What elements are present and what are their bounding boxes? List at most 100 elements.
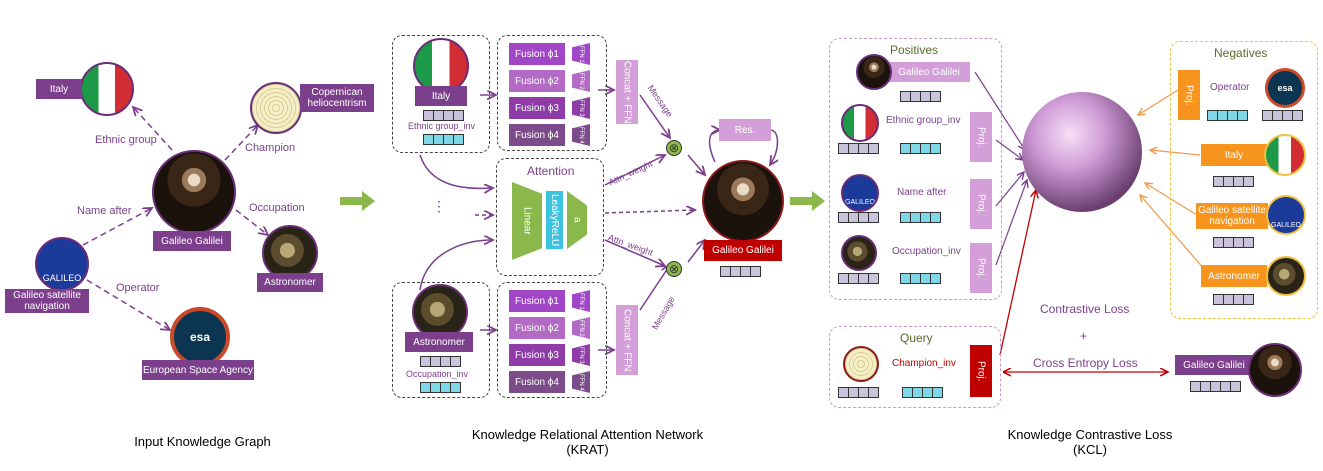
proj-name-after: Proj. — [970, 179, 992, 229]
contrastive-loss-label: Contrastive Loss — [1040, 302, 1130, 316]
kg-node-esa: European Space Agency — [142, 360, 254, 380]
relation-embedding — [900, 273, 941, 284]
caption-input-kg: Input Knowledge Graph — [134, 434, 271, 449]
rel-champion: Champion — [245, 142, 296, 154]
rel-operator: Operator — [116, 282, 160, 294]
fusion-box-top — [497, 35, 607, 151]
kg-node-astronomer: Astronomer — [257, 273, 323, 292]
krat-relation-bottom: Occupation_inv — [406, 369, 469, 379]
fusion-3: Fusion ϕ3 — [509, 97, 565, 119]
leakyrelu-layer: LeakyReLU — [546, 191, 563, 249]
neighbor-box-bottom — [392, 282, 490, 398]
entity-embedding — [1213, 294, 1254, 305]
esa-logo-icon: esa — [1265, 68, 1305, 108]
query-relation: Champion_inv — [892, 358, 956, 369]
attention-box — [496, 158, 604, 276]
fusion-1: Fusion ϕ1 — [509, 290, 565, 312]
entity-embedding — [1190, 381, 1241, 392]
ffn-2: FFN 2 — [572, 317, 590, 339]
positive-ethnic: Ethnic group_inv — [886, 115, 961, 126]
fusion-box-bottom — [497, 282, 607, 398]
ffn-4: FFN 4 — [572, 371, 590, 393]
entity-embedding — [1213, 237, 1254, 248]
query-box — [829, 326, 1001, 408]
relation-embedding — [1207, 110, 1248, 121]
relation-embedding — [420, 382, 461, 393]
entity-embedding — [420, 356, 461, 367]
positives-title: Positives — [890, 43, 939, 57]
fusion-3: Fusion ϕ3 — [509, 344, 565, 366]
entity-embedding — [838, 143, 879, 154]
linear-layer: Linear — [512, 182, 542, 260]
neighbor-box-top — [392, 35, 490, 153]
multiply-icon: ⊗ — [666, 261, 682, 277]
kg-node-galileo-sat: Galileo satellite navigation — [5, 289, 89, 313]
proj-ethnic: Proj. — [970, 112, 992, 162]
relation-embedding — [900, 143, 941, 154]
query-title: Query — [900, 331, 933, 345]
krat-entity-italy: Italy — [415, 86, 467, 106]
attention-title: Attention — [527, 164, 575, 178]
plus-label: + — [1080, 329, 1088, 343]
ffn-3: FFN 3 — [572, 344, 590, 366]
cross-entropy-label: Cross Entropy Loss — [1033, 356, 1138, 370]
astronomer-icon — [1266, 256, 1306, 296]
esa-logo-icon: esa — [170, 307, 230, 367]
krat-center-entity: Galileo Galilei — [704, 240, 782, 261]
ffn-4: FFN 4 — [572, 124, 590, 146]
entity-embedding — [1262, 110, 1303, 121]
galileo-portrait-icon — [702, 160, 784, 242]
fusion-2: Fusion ϕ2 — [509, 317, 565, 339]
caption-krat-line2: (KRAT) — [566, 442, 609, 457]
positives-box — [829, 38, 1002, 300]
fusion-2: Fusion ϕ2 — [509, 70, 565, 92]
italy-flag-icon — [80, 62, 134, 116]
entity-embedding — [838, 387, 879, 398]
galileo-logo-text: GALILEO — [1271, 222, 1301, 229]
residual-box: Res. — [719, 119, 771, 141]
krat-relation-top: Ethnic group_inv — [408, 121, 476, 131]
fusion-4: Fusion ϕ4 — [509, 371, 565, 393]
esa-logo-text: esa — [1277, 83, 1293, 93]
entity-embedding — [1213, 176, 1254, 187]
esa-logo-text: esa — [189, 330, 211, 344]
galileo-satellite-logo-icon: GALILEO — [1266, 195, 1306, 235]
heliocentrism-icon — [250, 82, 302, 134]
flow-arrow-1 — [340, 191, 375, 211]
heliocentrism-icon — [843, 346, 879, 382]
multiply-icon: ⊗ — [666, 140, 682, 156]
rel-name-after: Name after — [77, 205, 132, 217]
galileo-satellite-logo-icon: GALILEO — [35, 237, 89, 291]
attention-a-layer: a — [567, 191, 587, 249]
galileo-satellite-logo-icon: GALILEO — [841, 174, 879, 212]
kg-node-galileo: Galileo Galilei — [153, 231, 231, 251]
concat-ffn-bottom: Concat + FFN — [616, 305, 638, 375]
entity-embedding — [900, 91, 941, 102]
rel-occupation: Occupation — [249, 202, 305, 214]
entity-embedding — [838, 212, 879, 223]
astronomer-icon — [841, 235, 877, 271]
proj-occupation: Proj. — [970, 243, 992, 293]
positive-galileo: Galileo Galilei — [888, 62, 970, 82]
proj-query: Proj. — [970, 345, 992, 397]
galileo-logo-text: GALILEO — [845, 199, 875, 206]
negative-astronomer: Astronomer — [1201, 265, 1267, 287]
concat-ffn-top: Concat + FFN — [616, 60, 638, 124]
galileo-portrait-icon — [856, 54, 892, 90]
italy-flag-icon — [841, 104, 879, 142]
entity-embedding — [423, 110, 464, 121]
positive-occupation: Occupation_inv — [892, 246, 961, 257]
fusion-4: Fusion ϕ4 — [509, 124, 565, 146]
positive-name-after: Name after — [897, 187, 947, 198]
embedding-sphere — [1022, 92, 1142, 212]
negatives-box — [1170, 41, 1318, 319]
galileo-logo-text: GALILEO — [42, 273, 82, 283]
caption-krat: Knowledge Relational Attention Network(K… — [440, 427, 735, 457]
fusion-1: Fusion ϕ1 — [509, 43, 565, 65]
italy-flag-icon — [1264, 134, 1306, 176]
krat-entity-astronomer: Astronomer — [405, 332, 473, 352]
ffn-1: FFN 1 — [572, 43, 590, 65]
kg-node-copernican: Copernican heliocentrism — [300, 84, 374, 112]
caption-kcl-line1: Knowledge Contrastive Loss — [1007, 427, 1173, 442]
